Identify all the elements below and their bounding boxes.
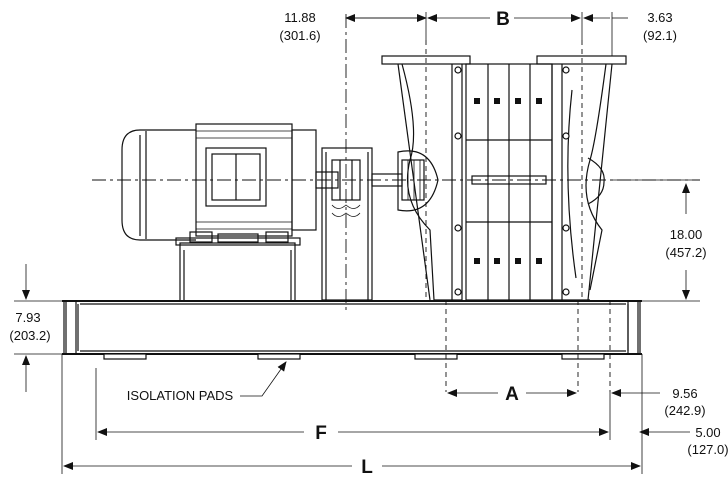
- dimension-lines: [14, 12, 700, 474]
- dim-left-height-mm: (203.2): [9, 328, 50, 343]
- coupling-support: [321, 147, 403, 301]
- isolation-pads: [103, 353, 605, 360]
- dim-f-right-mm: (127.0): [687, 442, 728, 457]
- isolation-pads-label: ISOLATION PADS: [127, 388, 234, 403]
- fan-housing: [381, 55, 627, 301]
- dim-top-right-mm: (92.1): [643, 28, 677, 43]
- dim-right-height-mm: (457.2): [665, 245, 706, 260]
- dim-a-right-in: 9.56: [672, 386, 697, 401]
- dim-top-left-in: 11.88: [284, 10, 316, 25]
- dim-f-right-in: 5.00: [695, 425, 720, 440]
- dim-left-height-in: 7.93: [15, 310, 40, 325]
- dim-letter-f: F: [315, 423, 327, 444]
- motor: [121, 123, 339, 302]
- dim-a-right-mm: (242.9): [664, 403, 705, 418]
- center-lines: [92, 14, 700, 392]
- dim-letter-a: A: [505, 384, 519, 405]
- dim-top-right-in: 3.63: [647, 10, 672, 25]
- dim-right-height-in: 18.00: [670, 227, 703, 242]
- base-frame: [62, 300, 642, 355]
- dim-letter-b: B: [496, 9, 510, 30]
- dim-letter-l: L: [361, 457, 373, 478]
- dim-top-left-mm: (301.6): [279, 28, 320, 43]
